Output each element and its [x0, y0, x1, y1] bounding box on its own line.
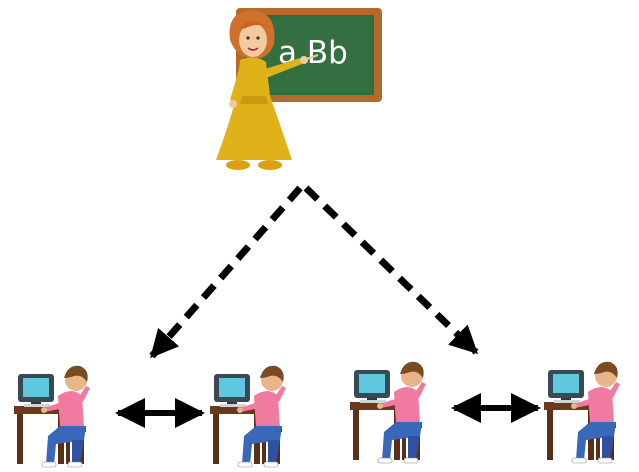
student-1	[13, 365, 91, 468]
teacher	[216, 10, 319, 170]
student-2	[209, 365, 287, 468]
teacher-figure: a Bb	[216, 8, 382, 170]
student-4	[543, 361, 621, 464]
dashed-arrow-right	[303, 185, 479, 355]
student-3	[349, 361, 427, 464]
dashed-arrow-left	[149, 185, 303, 359]
teacher-to-students-arrows	[149, 185, 479, 359]
